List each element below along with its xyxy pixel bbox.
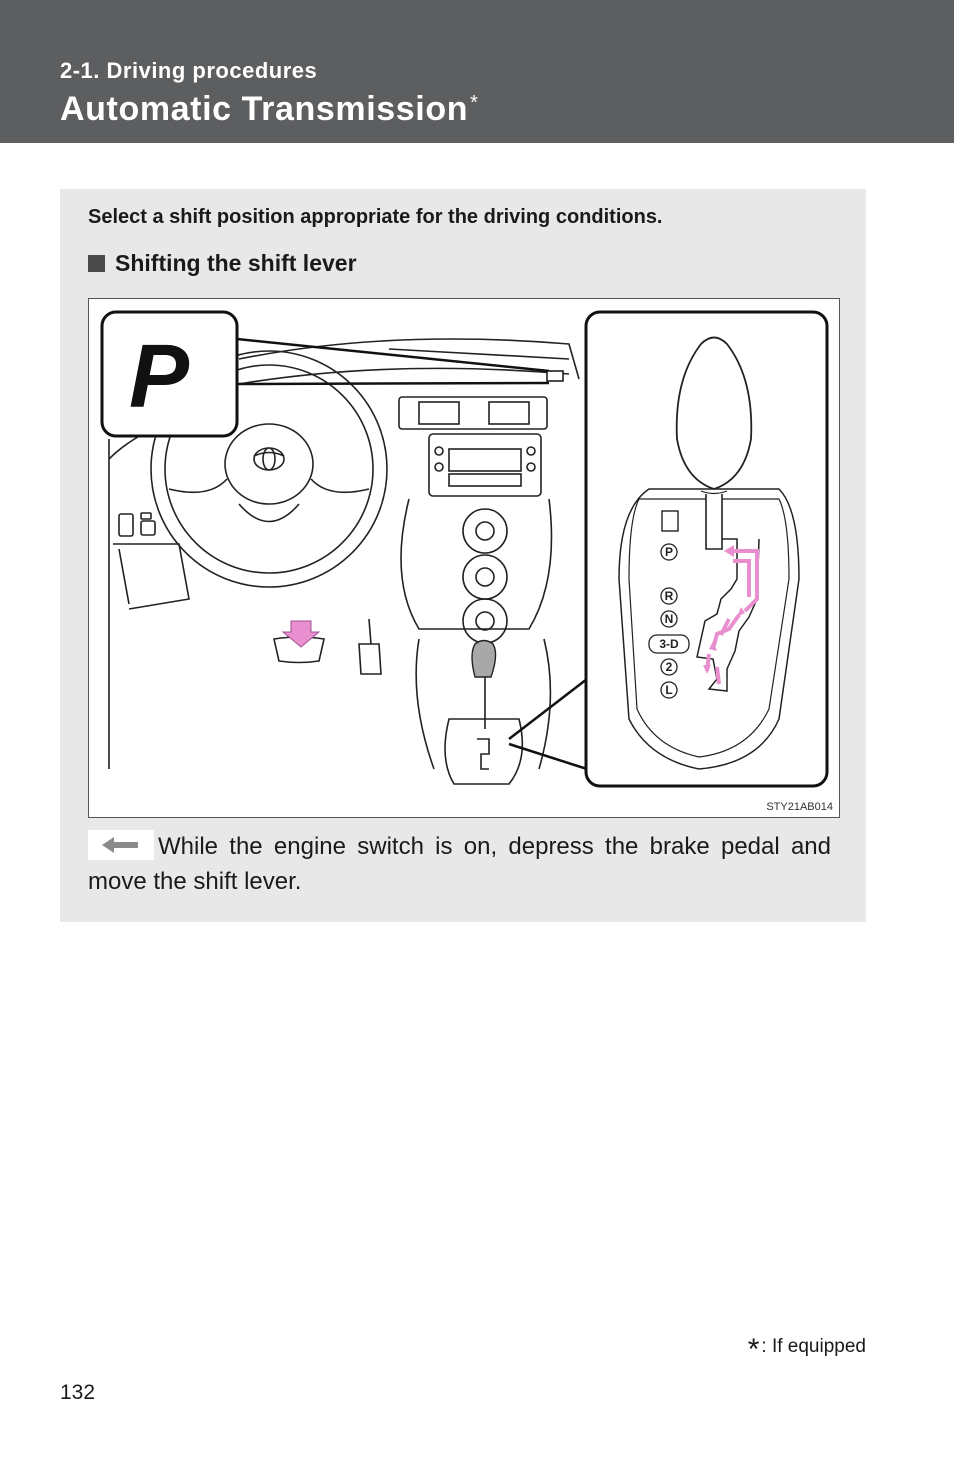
indicator-letter: P <box>129 327 190 427</box>
page-number: 132 <box>60 1381 96 1404</box>
footnote-asterisk: * <box>747 1333 760 1366</box>
intro-text: Select a shift position appropriate for … <box>88 206 663 228</box>
page-header: 2-1. Driving procedures Automatic Transm… <box>0 0 954 143</box>
instruction-paragraph: While the engine switch is on, depress t… <box>88 829 831 899</box>
section-label: 2-1. Driving procedures <box>60 58 318 83</box>
sub-heading-text: Shifting the shift lever <box>115 250 357 276</box>
sub-heading: Shifting the shift lever <box>88 250 357 277</box>
dashboard-illustration: P <box>100 310 829 788</box>
page-title: Automatic Transmission* <box>60 90 478 129</box>
instruction-text: While the engine switch is on, depress t… <box>88 833 831 895</box>
step-arrow-icon <box>88 830 154 860</box>
gate-label-p: P <box>665 545 673 559</box>
square-bullet-icon <box>88 255 105 272</box>
gate-label-l: L <box>665 683 672 697</box>
content-box: Select a shift position appropriate for … <box>60 189 866 922</box>
figure-code: STY21AB014 <box>766 801 833 813</box>
gate-label-n: N <box>665 612 674 626</box>
footnote: * : If equipped <box>747 1333 866 1366</box>
gate-label-3d: 3-D <box>659 637 679 651</box>
page-title-text: Automatic Transmission <box>60 90 469 128</box>
title-asterisk: * <box>470 92 479 114</box>
shift-lever-figure: P <box>88 298 840 818</box>
footnote-text: : If equipped <box>761 1336 866 1357</box>
gate-label-r: R <box>665 589 674 603</box>
gate-label-2: 2 <box>666 660 673 674</box>
